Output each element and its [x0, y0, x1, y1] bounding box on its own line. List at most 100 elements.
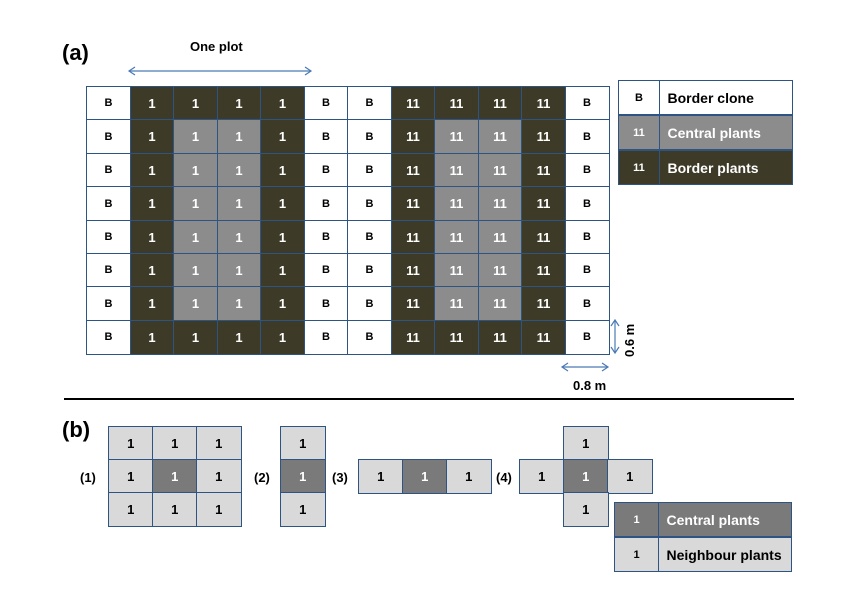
- border-plant-cell: 1: [260, 219, 305, 255]
- border-plant-cell: 1: [260, 186, 305, 222]
- configuration-label: (3): [332, 470, 348, 485]
- central-plant-cell: 11: [477, 219, 523, 255]
- border-clone-cell: B: [564, 186, 610, 222]
- border-plant-cell: 11: [390, 186, 436, 222]
- central-plant-cell: 1: [216, 286, 262, 322]
- border-plant-cell: 11: [521, 219, 566, 255]
- border-clone-cell: B: [86, 253, 131, 288]
- central-plant-cell: 11: [477, 253, 523, 288]
- neighbour-plant-cell: 1: [108, 426, 154, 461]
- neighbour-plant-cell: 1: [358, 459, 404, 494]
- neighbour-plant-cell: 1: [196, 492, 242, 527]
- border-clone-cell: B: [564, 152, 610, 188]
- border-plant-cell: 1: [129, 286, 175, 322]
- neighbour-plant-cell: 1: [280, 426, 326, 461]
- border-plant-cell: 1: [173, 319, 218, 355]
- border-plant-cell: 1: [260, 286, 305, 322]
- central-plant-cell: 11: [434, 219, 479, 255]
- border-clone-cell: B: [564, 86, 610, 121]
- border-plant-cell: 11: [477, 86, 523, 121]
- border-plant-cell: 11: [390, 286, 436, 322]
- configuration-label: (2): [254, 470, 270, 485]
- row-height-arrow: [610, 318, 620, 355]
- neighbour-plant-cell: 1: [196, 426, 242, 461]
- border-clone-cell: B: [86, 319, 131, 355]
- central-plant-cell: 1: [173, 286, 218, 322]
- central-plant-cell: 1: [280, 459, 326, 494]
- plot-label: One plot: [190, 39, 243, 54]
- border-clone-cell: B: [86, 286, 131, 322]
- border-plant-cell: 11: [390, 219, 436, 255]
- central-plant-cell: 1: [173, 152, 218, 188]
- central-plant-cell: 11: [477, 186, 523, 222]
- neighbour-plant-cell: 1: [196, 459, 242, 494]
- central-plant-cell: 1: [563, 459, 609, 494]
- neighbour-plant-cell: 1: [108, 492, 154, 527]
- border-plant-cell: 11: [521, 152, 566, 188]
- central-plant-cell: 1: [216, 253, 262, 288]
- central-plant-cell: 11: [434, 152, 479, 188]
- border-clone-cell: B: [347, 286, 392, 322]
- legend-key: 11: [618, 115, 660, 150]
- border-plant-cell: 11: [521, 86, 566, 121]
- border-plant-cell: 11: [521, 319, 566, 355]
- central-plant-cell: 11: [434, 253, 479, 288]
- border-plant-cell: 11: [477, 319, 523, 355]
- legend-label: Border clone: [658, 80, 793, 115]
- border-plant-cell: 1: [129, 152, 175, 188]
- border-plant-cell: 1: [129, 253, 175, 288]
- border-clone-cell: B: [303, 219, 349, 255]
- border-plant-cell: 11: [521, 253, 566, 288]
- border-plant-cell: 11: [390, 319, 436, 355]
- border-clone-cell: B: [347, 86, 392, 121]
- central-plant-cell: 11: [477, 152, 523, 188]
- border-plant-cell: 1: [216, 86, 262, 121]
- border-clone-cell: B: [303, 86, 349, 121]
- panel-a-label: (a): [62, 40, 89, 65]
- border-clone-cell: B: [564, 253, 610, 288]
- central-plant-cell: 1: [216, 119, 262, 155]
- border-clone-cell: B: [303, 319, 349, 355]
- border-clone-cell: B: [564, 219, 610, 255]
- border-clone-cell: B: [347, 119, 392, 155]
- neighbour-plant-cell: 1: [519, 459, 565, 494]
- border-plant-cell: 11: [521, 286, 566, 322]
- central-plant-cell: 11: [434, 119, 479, 155]
- legend-key: B: [618, 80, 660, 115]
- border-plant-cell: 11: [521, 119, 566, 155]
- central-plant-cell: 1: [173, 253, 218, 288]
- border-plant-cell: 11: [390, 119, 436, 155]
- central-plant-cell: 1: [216, 186, 262, 222]
- border-plant-cell: 1: [260, 319, 305, 355]
- border-clone-cell: B: [86, 186, 131, 222]
- central-plant-cell: 11: [434, 186, 479, 222]
- border-plant-cell: 11: [390, 253, 436, 288]
- border-clone-cell: B: [86, 119, 131, 155]
- border-plant-cell: 1: [216, 319, 262, 355]
- central-plant-cell: 1: [173, 219, 218, 255]
- central-plant-cell: 11: [477, 119, 523, 155]
- legend-label: Central plants: [658, 115, 793, 150]
- border-plant-cell: 1: [129, 219, 175, 255]
- border-plant-cell: 1: [129, 186, 175, 222]
- row-height-label: 0.6 m: [622, 323, 637, 357]
- border-plant-cell: 1: [173, 86, 218, 121]
- border-plant-cell: 1: [260, 253, 305, 288]
- border-clone-cell: B: [564, 286, 610, 322]
- legend-label: Neighbour plants: [657, 537, 792, 572]
- border-clone-cell: B: [86, 219, 131, 255]
- neighbour-plant-cell: 1: [152, 426, 198, 461]
- border-plant-cell: 11: [434, 319, 479, 355]
- central-plant-cell: 1: [173, 186, 218, 222]
- border-clone-cell: B: [347, 152, 392, 188]
- border-plant-cell: 1: [260, 119, 305, 155]
- central-plant-cell: 11: [477, 286, 523, 322]
- neighbour-plant-cell: 1: [563, 492, 609, 527]
- border-plant-cell: 1: [129, 119, 175, 155]
- border-plant-cell: 11: [434, 86, 479, 121]
- border-plant-cell: 11: [390, 86, 436, 121]
- neighbour-plant-cell: 1: [446, 459, 492, 494]
- central-plant-cell: 1: [402, 459, 448, 494]
- central-plant-cell: 1: [152, 459, 198, 494]
- border-clone-cell: B: [303, 253, 349, 288]
